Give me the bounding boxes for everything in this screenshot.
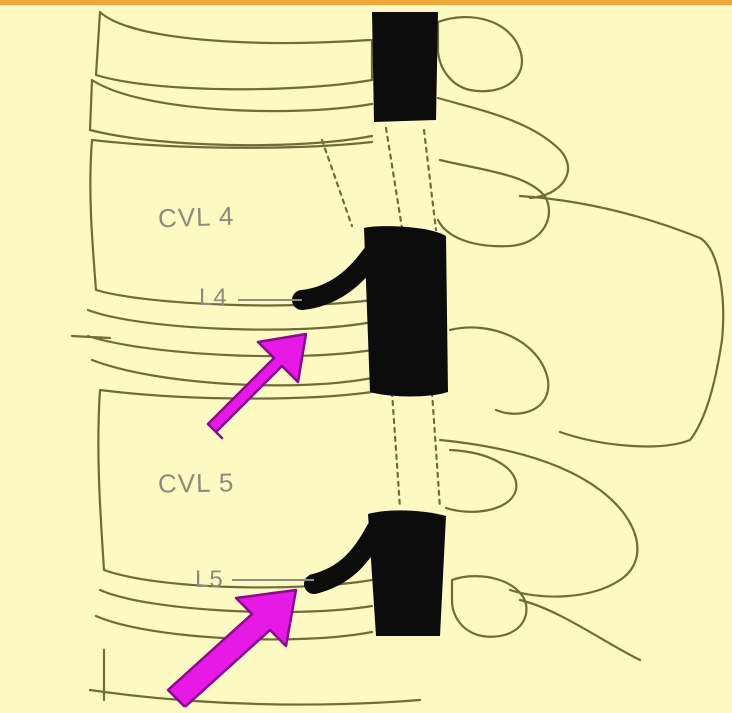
vertebra-label-cvl5: CVL 5 [158, 467, 235, 499]
cvl5-body [98, 390, 372, 587]
upper-facet [438, 17, 522, 91]
upper-vertebral-body [96, 12, 372, 89]
canal-line-4 [392, 392, 400, 508]
transverse-process-upper [438, 160, 549, 246]
canal-line-1 [322, 140, 352, 226]
canal-line-3 [424, 130, 436, 230]
canal-line-2 [386, 128, 402, 228]
nerve-root-l5 [314, 530, 376, 584]
lower-facet [452, 576, 526, 637]
vertebra-label-cvl4: CVL 4 [157, 201, 234, 235]
disc-middle [72, 310, 372, 385]
root-label-l4: L4 [199, 284, 228, 312]
root-label-l5: L5 [195, 566, 224, 594]
canal-line-5 [432, 392, 440, 508]
upper-lamina [438, 98, 568, 198]
upper-spinous-process [520, 196, 723, 446]
lower-lamina [440, 440, 637, 597]
lower-transverse-process [446, 450, 516, 512]
dural-sac-upper [372, 12, 438, 122]
middle-facet [450, 327, 548, 413]
